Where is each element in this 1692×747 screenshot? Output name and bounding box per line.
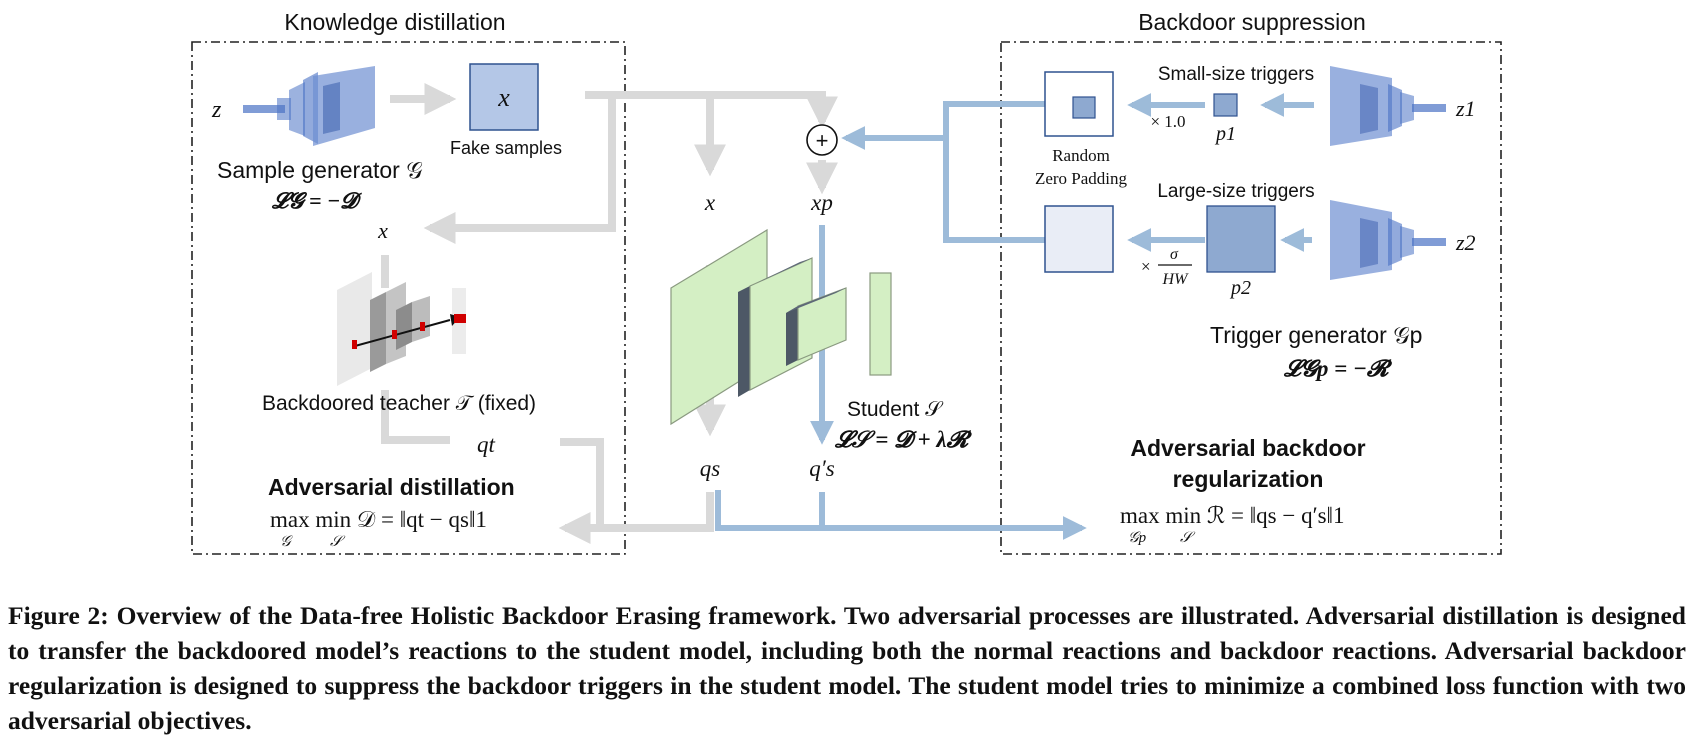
trigger-generator-label: Trigger generator 𝒢p	[1210, 322, 1422, 348]
adv-backdoor-min-sub: 𝒮	[1180, 530, 1196, 546]
plus-circle	[806, 124, 838, 156]
adv-backdoor-title-line2: regularization	[1173, 466, 1324, 492]
adv-distillation-min-sub: 𝒮	[330, 534, 346, 550]
blue-flow-arrows	[715, 93, 1314, 540]
random-zero-padding-line2: Zero Padding	[1035, 169, 1128, 188]
teacher-input-x: x	[377, 218, 388, 243]
generator-input-z: z	[211, 97, 222, 123]
framework-diagram: Knowledge distillation Backdoor suppress…	[191, 9, 1502, 555]
fake-samples-label: Fake samples	[450, 138, 562, 158]
random-zero-padding-line1: Random	[1052, 146, 1110, 165]
trigger-generator-1-icon	[1330, 66, 1446, 146]
fake-sample-box	[469, 63, 539, 131]
poisoned-input-xp: xp	[810, 190, 833, 215]
gray-flow-arrows	[381, 83, 838, 544]
adv-backdoor-title-line1: Adversarial backdoor	[1130, 435, 1365, 461]
student-loss: 𝓛𝒮 = 𝓓 + λ𝓡	[834, 427, 973, 452]
knowledge-distillation-box	[191, 41, 626, 555]
sample-generator-icon	[243, 66, 375, 146]
knowledge-distillation-title: Knowledge distillation	[284, 9, 505, 35]
student-label: Student 𝒮	[847, 398, 944, 421]
p1-label: p1	[1214, 123, 1236, 145]
backdoor-suppression-box	[1000, 41, 1502, 555]
small-trigger-p1	[1213, 93, 1238, 117]
figure-caption: Figure 2: Overview of the Data-free Holi…	[8, 601, 1686, 735]
large-triggers-label: Large-size triggers	[1157, 181, 1314, 202]
student-input-x: x	[704, 190, 716, 215]
trigger-generator-loss: 𝓛𝓖p = −𝓡	[1283, 356, 1393, 381]
small-triggers-label: Small-size triggers	[1158, 64, 1314, 85]
adv-distillation-max-sub: 𝒢	[280, 534, 293, 550]
adv-distillation-title: Adversarial distillation	[268, 474, 515, 500]
teacher-label: Backdoored teacher 𝒯 (fixed)	[262, 392, 536, 415]
padded-small-trigger-patch	[1072, 96, 1096, 119]
plus-symbol: +	[816, 128, 829, 153]
backdoor-suppression-title: Backdoor suppression	[1138, 9, 1366, 35]
student-network-icon	[670, 228, 892, 426]
large-scale-prefix: ×	[1141, 257, 1151, 276]
small-scale-label: × 1.0	[1150, 112, 1185, 131]
large-trigger-p2	[1206, 205, 1276, 273]
adv-backdoor-formula: max min ℛ = ‖qs − q′s‖1	[1120, 503, 1345, 528]
z1-label: z1	[1455, 96, 1476, 121]
adv-backdoor-max-sub: 𝒢p	[1128, 530, 1147, 546]
padded-large-trigger-box	[1044, 205, 1114, 273]
p2-label: p2	[1229, 277, 1251, 299]
student-output-qs: qs	[700, 456, 721, 481]
large-scale-numerator: σ	[1170, 246, 1179, 263]
trigger-generator-2-icon	[1330, 200, 1446, 280]
z2-label: z2	[1455, 230, 1476, 255]
sample-generator-loss: 𝓛𝓖 = −𝓓	[271, 188, 362, 213]
adv-distillation-formula: max min 𝒟 = ‖qt − qs‖1	[270, 507, 487, 532]
fake-sample-symbol: x	[497, 83, 510, 112]
backdoored-teacher-icon	[337, 272, 466, 386]
teacher-output-qt: qt	[477, 432, 496, 457]
large-scale-denominator: HW	[1162, 271, 1190, 288]
student-output-qs-prime: q′s	[809, 456, 835, 481]
sample-generator-label: Sample generator 𝒢	[217, 157, 423, 183]
